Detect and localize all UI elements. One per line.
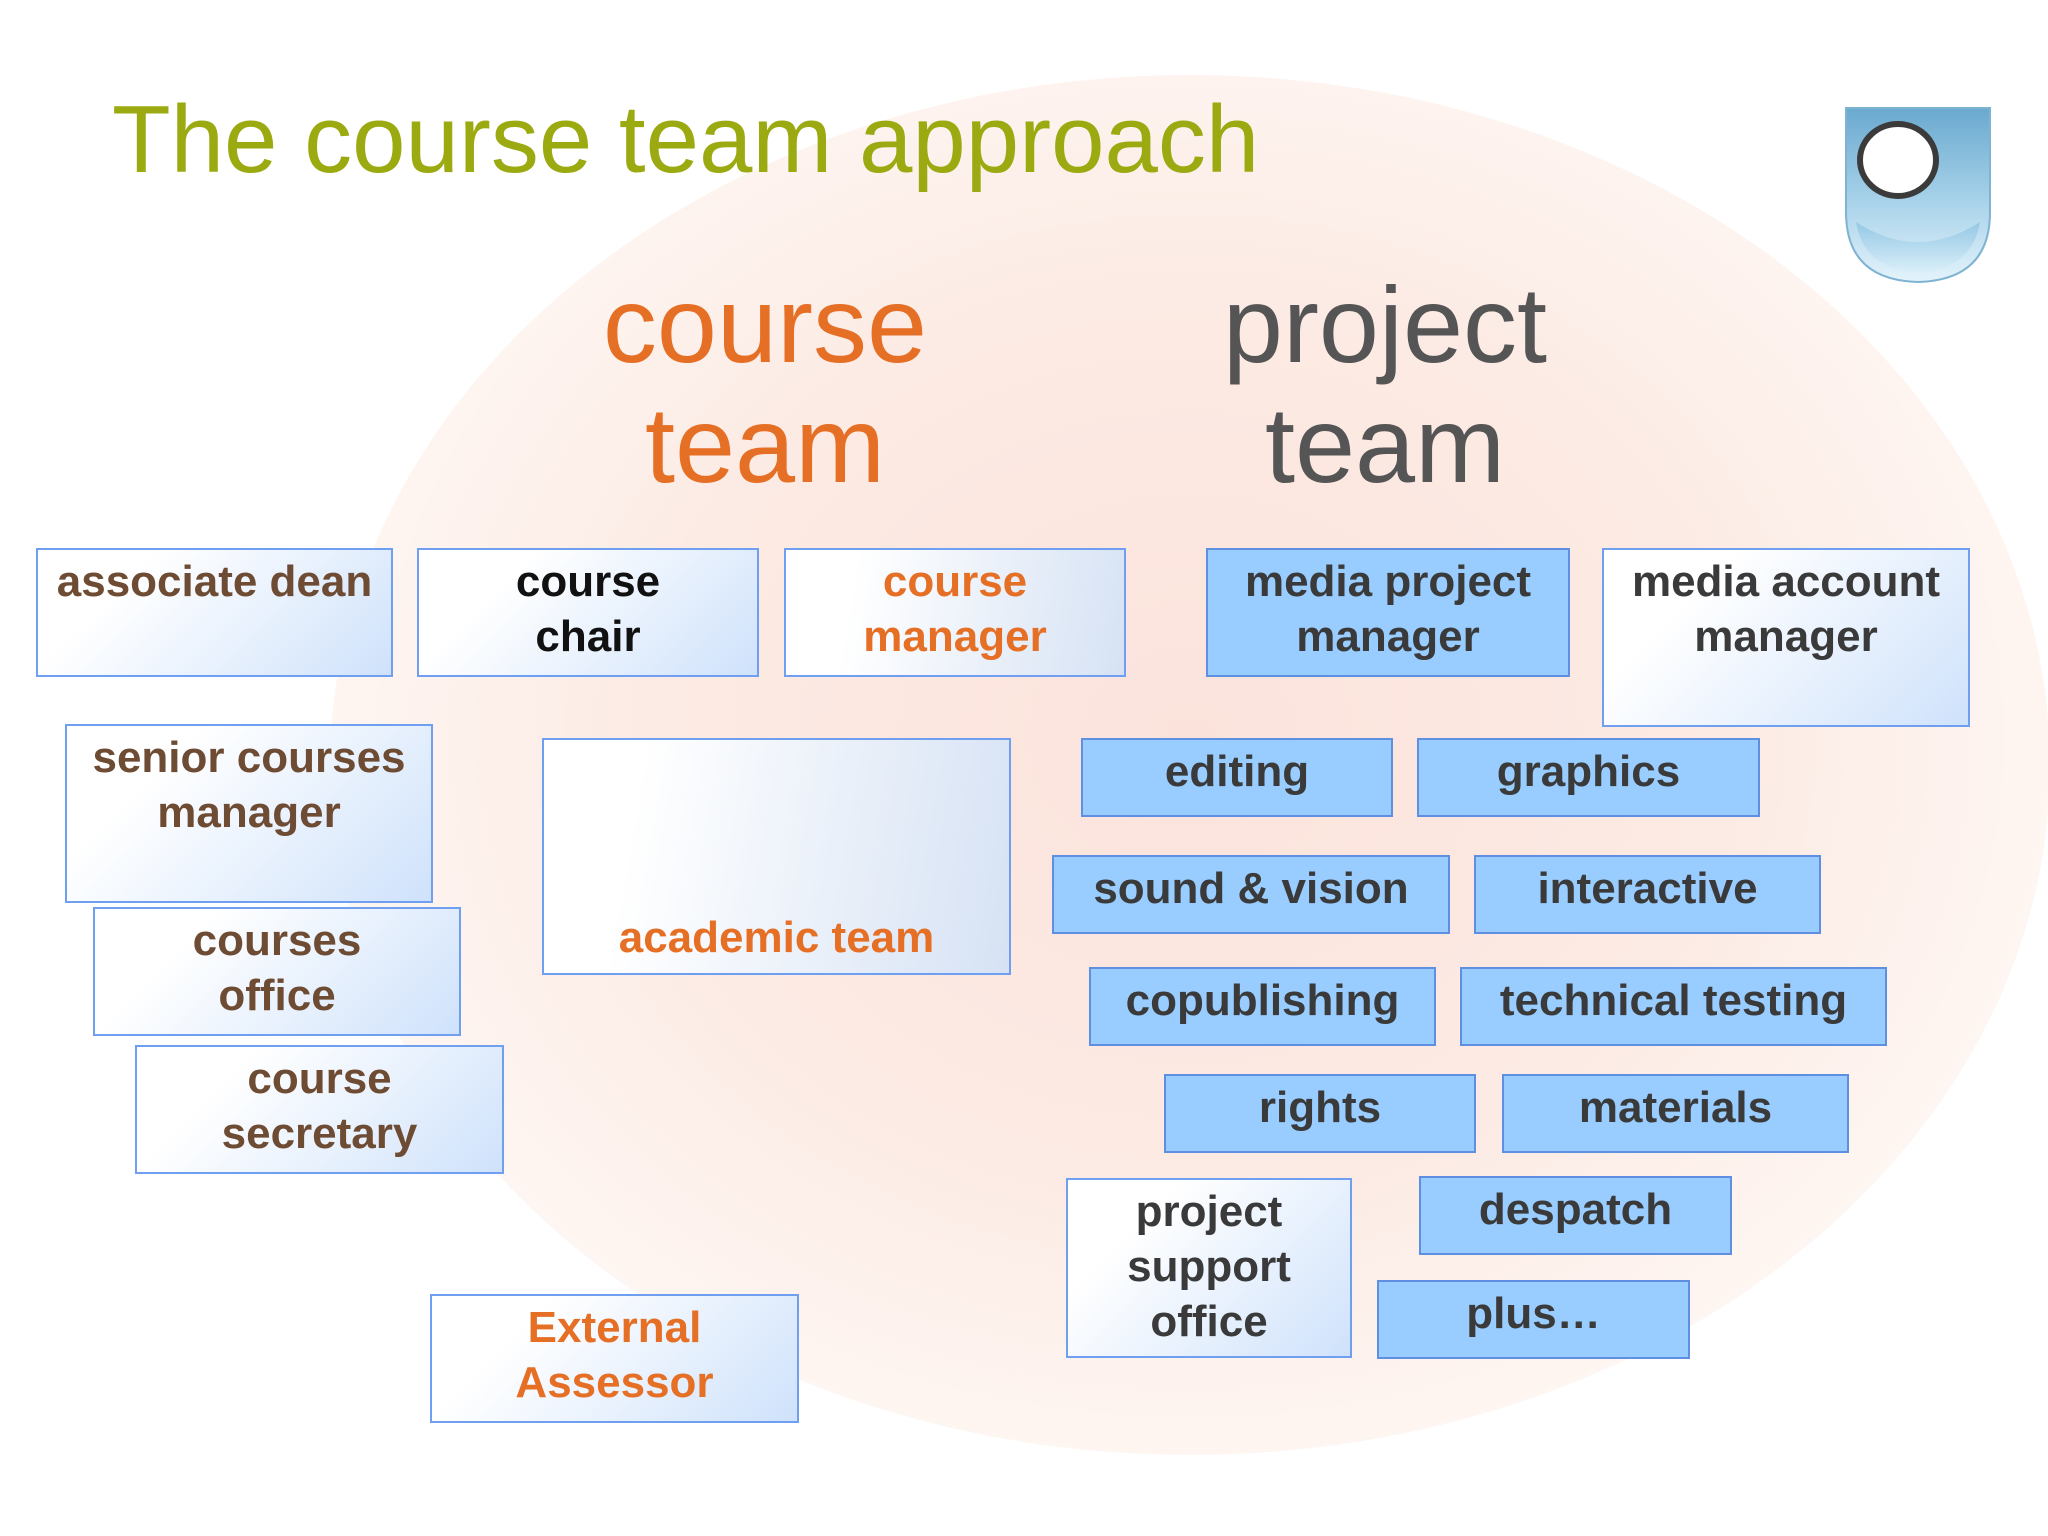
copublishing-box: copublishing [1089, 967, 1436, 1046]
course-secretary-box: course secretary [135, 1045, 504, 1174]
materials-box: materials [1502, 1074, 1849, 1153]
project-team-heading: project team [1200, 265, 1570, 505]
academic-team-label: academic team [618, 913, 935, 962]
external-assessor-label-1: External [527, 1303, 702, 1352]
project-team-heading-line-1: project [1222, 264, 1548, 385]
slide-title: The course team approach [112, 86, 1260, 193]
materials-label: materials [1578, 1083, 1773, 1132]
courses-office-box: courses office [93, 907, 461, 1036]
media-account-manager-box: media account manager [1602, 548, 1970, 727]
graphics-label: graphics [1496, 747, 1681, 796]
course-chair-label-2: chair [535, 612, 641, 661]
course-team-heading-line-1: course [602, 264, 928, 385]
media-account-manager-label-2: manager [1694, 612, 1878, 661]
copublishing-label: copublishing [1125, 976, 1400, 1025]
external-assessor-box: External Assessor [430, 1294, 799, 1423]
courses-office-label-2: office [218, 971, 336, 1020]
course-chair-box: course chair [417, 548, 759, 677]
open-university-shield-logo [1845, 107, 1991, 284]
interactive-label: interactive [1537, 864, 1758, 913]
graphics-box: graphics [1417, 738, 1760, 817]
project-support-office-label-3: office [1150, 1297, 1268, 1346]
editing-box: editing [1081, 738, 1393, 817]
despatch-label: despatch [1478, 1185, 1673, 1234]
course-team-heading-line-2: team [644, 384, 886, 505]
course-manager-box: course manager [784, 548, 1126, 677]
media-project-manager-label-1: media project [1244, 557, 1532, 606]
project-team-heading-line-2: team [1264, 384, 1506, 505]
rights-box: rights [1164, 1074, 1476, 1153]
project-support-office-label-2: support [1127, 1242, 1291, 1291]
technical-testing-label: technical testing [1499, 976, 1848, 1025]
plus-box: plus… [1377, 1280, 1690, 1359]
academic-team-box: academic team [542, 738, 1011, 975]
project-support-office-box: project support office [1066, 1178, 1352, 1358]
media-project-manager-box: media project manager [1206, 548, 1570, 677]
media-account-manager-label-1: media account [1631, 557, 1941, 606]
senior-courses-manager-label-2: manager [157, 788, 341, 837]
media-project-manager-label-2: manager [1296, 612, 1480, 661]
course-secretary-label-2: secretary [221, 1109, 418, 1158]
sound-vision-box: sound & vision [1052, 855, 1450, 934]
associate-dean-box: associate dean [36, 548, 393, 677]
senior-courses-manager-box: senior courses manager [65, 724, 433, 903]
plus-label: plus… [1466, 1289, 1601, 1338]
despatch-box: despatch [1419, 1176, 1732, 1255]
external-assessor-label-2: Assessor [515, 1358, 714, 1407]
project-support-office-label-1: project [1135, 1187, 1283, 1236]
course-secretary-label-1: course [247, 1054, 392, 1103]
sound-vision-label: sound & vision [1093, 864, 1409, 913]
course-manager-label-2: manager [863, 612, 1047, 661]
technical-testing-box: technical testing [1460, 967, 1887, 1046]
course-team-heading: course team [580, 265, 950, 505]
rights-label: rights [1258, 1083, 1382, 1132]
course-chair-label-1: course [515, 557, 661, 606]
interactive-box: interactive [1474, 855, 1821, 934]
associate-dean-label: associate dean [56, 557, 373, 606]
course-manager-label-1: course [882, 557, 1028, 606]
courses-office-label-1: courses [192, 916, 362, 965]
senior-courses-manager-label-1: senior courses [92, 733, 406, 782]
editing-label: editing [1164, 747, 1310, 796]
